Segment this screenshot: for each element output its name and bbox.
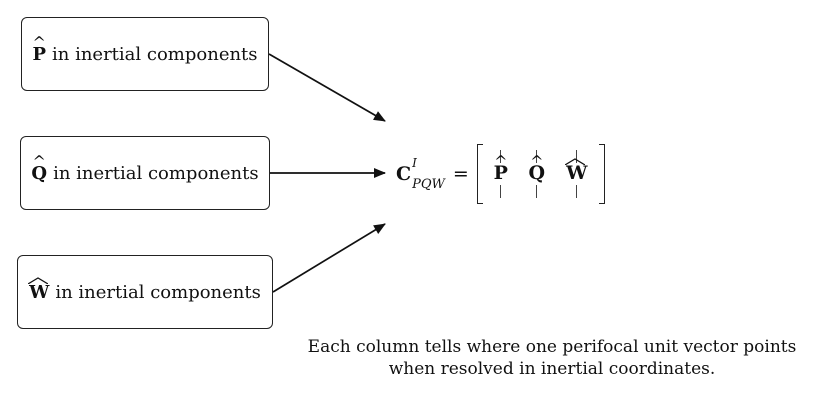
arrow-from-p — [268, 53, 386, 122]
column-matrix: ^ P ^ Q W — [476, 144, 605, 204]
column-bar-top — [576, 150, 578, 164]
column-vector-q: ^ Q — [528, 152, 546, 185]
left-bracket — [476, 144, 483, 204]
column-bar-top — [500, 150, 502, 164]
column-vector-w: W — [565, 158, 588, 185]
column-bar-bottom — [576, 184, 578, 198]
w-hat-label: in inertial components — [55, 281, 261, 303]
p-hat-label: in inertial components — [52, 43, 258, 65]
hat-accent-icon: ^ — [32, 32, 46, 52]
matrix-column-q: ^ Q — [519, 144, 555, 204]
column-vector-p: ^ P — [493, 152, 508, 185]
hat-accent-icon: ^ — [32, 151, 46, 171]
q-hat-box: ^ Q in inertial components — [20, 136, 270, 210]
matrix-column-p: ^ P — [483, 144, 519, 204]
column-bar-bottom — [536, 184, 538, 198]
matrix-subscript: PQW — [412, 176, 445, 192]
caption-line-2: when resolved in inertial coordinates. — [388, 359, 716, 379]
hat-accent-icon: ^ — [494, 152, 508, 172]
matrix-superscript: I — [412, 155, 417, 170]
p-hat-symbol: ^ P — [32, 32, 46, 65]
p-hat-box: ^ P in inertial components — [21, 17, 269, 91]
right-bracket — [598, 144, 605, 204]
wide-hat-accent-icon — [565, 158, 586, 166]
hat-accent-icon: ^ — [530, 152, 544, 172]
matrix-symbol: C — [396, 163, 412, 185]
dcm-equation: C I PQW = ^ P ^ Q — [396, 144, 605, 204]
column-bar-bottom — [500, 184, 502, 198]
matrix-indices: I PQW — [412, 157, 445, 191]
w-hat-symbol: W — [28, 276, 49, 303]
column-bar-top — [536, 150, 538, 164]
caption-line-1: Each column tells where one perifocal un… — [307, 337, 797, 357]
caption: Each column tells where one perifocal un… — [272, 336, 830, 380]
w-hat-box: W in inertial components — [17, 255, 273, 329]
equals-sign: = — [452, 163, 469, 185]
q-hat-symbol: ^ Q — [31, 151, 48, 184]
q-hat-label: in inertial components — [53, 162, 259, 184]
matrix-column-w: W — [555, 144, 599, 204]
wide-hat-accent-icon — [28, 276, 49, 284]
arrow-from-w — [272, 223, 386, 293]
